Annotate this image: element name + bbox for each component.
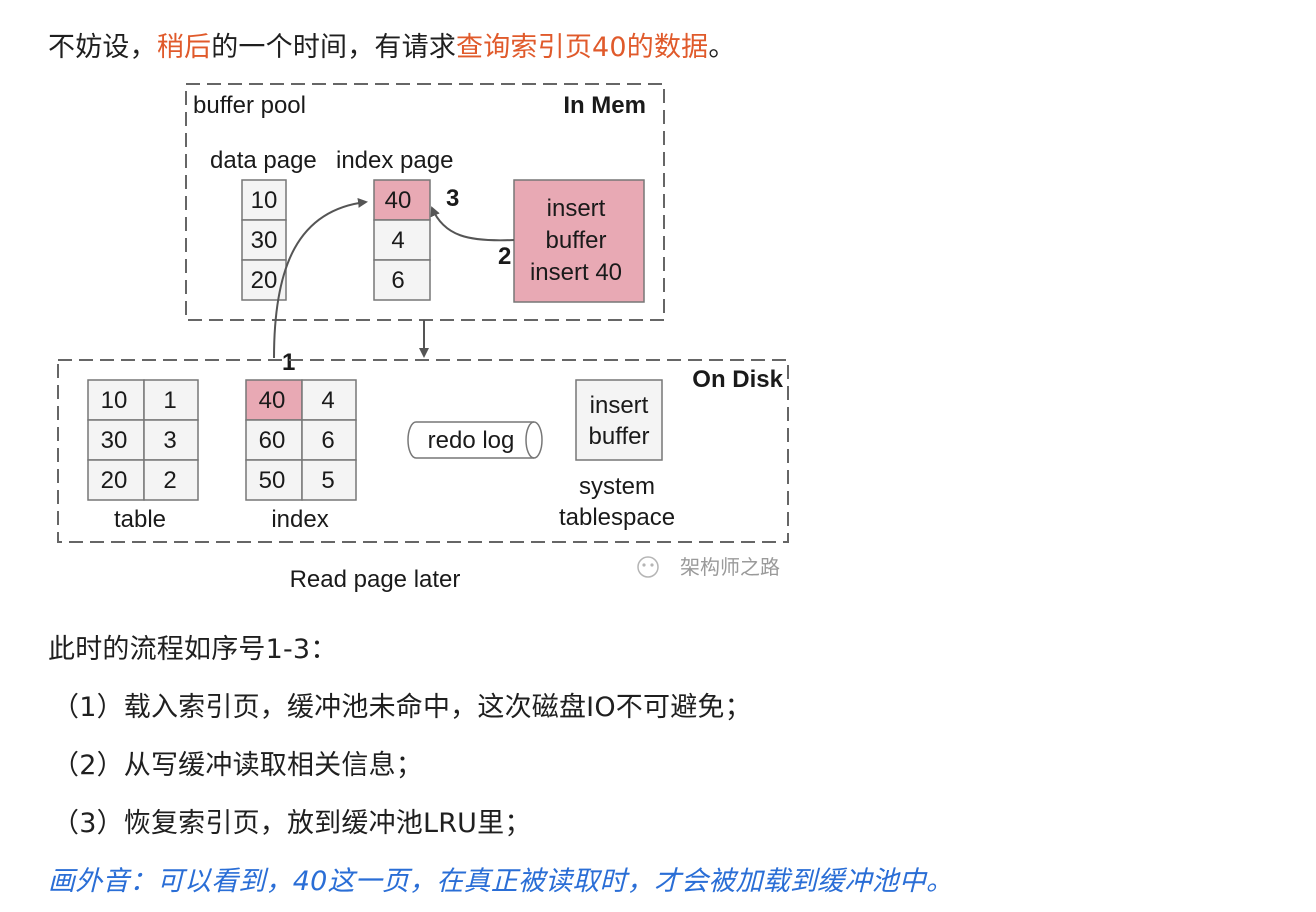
disk-index-cell [301,459,357,501]
disk-index: 40 4 60 6 50 5 index [245,379,357,533]
insert-buffer-line: buffer [546,227,607,254]
arrow-1-label: 1 [282,349,295,376]
mem-index-value: 4 [391,227,404,254]
insert-buffer-line: insert [547,195,606,222]
sys-insert-buffer-line: insert [590,392,649,419]
disk-index-value: 60 [259,427,286,454]
data-page-label: data page [210,147,317,174]
arrow-2-label: 2 [498,243,511,270]
watermark-text: 架构师之路 [680,555,780,579]
disk-index-value: 4 [321,387,334,414]
index-page-label: index page [336,147,453,174]
flow-title: 此时的流程如序号1-3： [48,634,338,665]
disk-table: 10 1 30 3 20 2 table [87,379,199,533]
intro-text-3: 。 [708,32,736,63]
watermark-icon [637,556,659,578]
insert-buffer-line: insert 40 [530,259,622,286]
disk-table-cell [143,379,199,421]
mem-data-page: 10 30 20 [241,179,287,301]
mem-index-value: 6 [391,267,404,294]
redo-log-label: redo log [428,427,515,454]
on-disk-tag: On Disk [692,366,783,393]
disk-index-value: 50 [259,467,286,494]
intro-text-1: 不妨设， [48,32,157,63]
disk-table-value: 2 [163,467,176,494]
disk-table-cell [87,459,145,501]
disk-index-value: 5 [321,467,334,494]
disk-table-cell [143,459,199,501]
step-2: （2）从写缓冲读取相关信息； [52,750,423,781]
watermark-icon-dot [650,563,654,567]
intro-highlight-query: 查询索引页40的数据 [456,32,709,63]
arrow-2-line [430,206,515,242]
intro-paragraph: 不妨设，稍后的一个时间，有请求查询索引页40的数据。 [48,30,736,66]
redo-log-cylinder-end [525,421,535,459]
diagram-caption: Read page later [290,566,461,593]
disk-table-value: 10 [101,387,128,414]
redo-log: redo log [407,421,543,459]
disk-table-value: 20 [101,467,128,494]
insert-buffer-diagram: buffer pool In Mem data page index page … [57,83,789,593]
sys-insert-buffer-line: buffer [589,423,650,450]
disk-table-cell [143,419,199,461]
mem-index-cell-highlighted [373,179,431,221]
step-1: （1）载入索引页，缓冲池未命中，这次磁盘IO不可避免； [52,692,752,723]
disk-index-value: 6 [321,427,334,454]
disk-table-label: table [114,506,166,533]
arrow-1-line [273,197,368,359]
sys-insert-buffer-box [575,379,663,461]
system-tablespace: insert buffer system tablespace [559,379,675,531]
mem-data-value: 10 [251,187,278,214]
mem-index-cell [373,259,431,301]
on-disk-box [57,359,789,543]
disk-index-value: 40 [259,387,286,414]
intro-text-2: 的一个时间，有请求 [211,32,457,63]
mem-data-value: 20 [251,267,278,294]
mem-index-value: 40 [385,187,412,214]
arrow-3-label: 3 [446,185,459,212]
intro-highlight-later: 稍后 [156,32,212,63]
watermark: 架构师之路 [637,555,780,579]
system-tablespace-label: system [579,473,655,500]
watermark-icon-dot [642,563,646,567]
disk-table-value: 1 [163,387,176,414]
in-mem-tag: In Mem [563,92,646,119]
disk-index-label: index [271,506,328,533]
disk-table-value: 30 [101,427,128,454]
mem-data-value: 30 [251,227,278,254]
disk-index-cell [245,459,303,501]
buffer-pool-label: buffer pool [193,92,306,119]
mem-index-page: 40 4 6 [373,179,431,301]
disk-table-value: 3 [163,427,176,454]
step-3: （3）恢复索引页，放到缓冲池LRU里； [52,808,532,839]
mem-insert-buffer: insert buffer insert 40 [513,179,645,303]
aside-note: 画外音：可以看到，40这一页，在真正被读取时，才会被加载到缓冲池中。 [48,866,954,897]
system-tablespace-label: tablespace [559,504,675,531]
